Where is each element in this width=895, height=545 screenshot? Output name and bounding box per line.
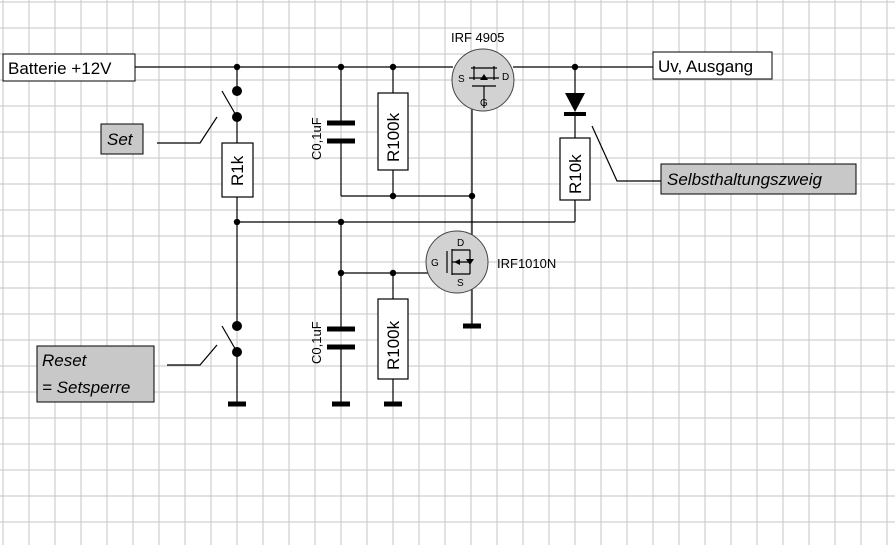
nmosfet-label: IRF1010N	[497, 256, 556, 271]
nmosfet	[425, 230, 489, 294]
resistor-r10k-label: R10k	[566, 154, 585, 194]
resistor-r1k	[221, 142, 254, 198]
pmosfet-pin-source: S	[458, 74, 465, 85]
diode	[564, 93, 586, 116]
set-switch	[221, 86, 242, 122]
resistor-r100k-bottom-label: R100k	[384, 320, 403, 370]
capacitor-top	[327, 120, 355, 144]
resistor-r100k-bottom	[377, 298, 409, 380]
latch-note-text: Selbsthaltungszweig	[667, 170, 823, 189]
pmosfet-pin-gate: G	[480, 98, 488, 109]
output-terminal-label: Uv, Ausgang	[658, 57, 753, 76]
junction-dots	[233, 63, 579, 277]
nmosfet-pin-gate: G	[431, 258, 439, 269]
ground-symbols	[228, 323, 481, 407]
reset-note-line2: = Setsperre	[42, 378, 130, 397]
nmosfet-pin-source: S	[457, 278, 464, 289]
output-terminal: Uv, Ausgang	[652, 51, 773, 80]
capacitor-bottom-label: C0,1uF	[309, 321, 324, 364]
reset-note-line1: Reset	[42, 351, 88, 370]
pmosfet	[451, 48, 515, 112]
pmosfet-label: IRF 4905	[451, 30, 504, 45]
set-note: Set	[100, 116, 218, 155]
capacitor-bottom	[327, 326, 355, 350]
input-terminal: Batterie +12V	[2, 53, 136, 82]
latch-note: Selbsthaltungszweig	[591, 125, 857, 195]
capacitor-top-label: C0,1uF	[309, 117, 324, 160]
resistor-r100k-top	[377, 92, 409, 171]
resistor-r10k	[559, 137, 591, 201]
reset-note: Reset = Setsperre	[36, 344, 218, 403]
pmosfet-pin-drain: D	[502, 72, 509, 83]
nmosfet-pin-drain: D	[457, 238, 464, 249]
input-terminal-label: Batterie +12V	[8, 59, 112, 78]
set-note-text: Set	[107, 130, 134, 149]
resistor-r100k-top-label: R100k	[384, 112, 403, 162]
reset-switch	[221, 321, 242, 357]
resistor-r1k-label: R1k	[228, 155, 247, 186]
